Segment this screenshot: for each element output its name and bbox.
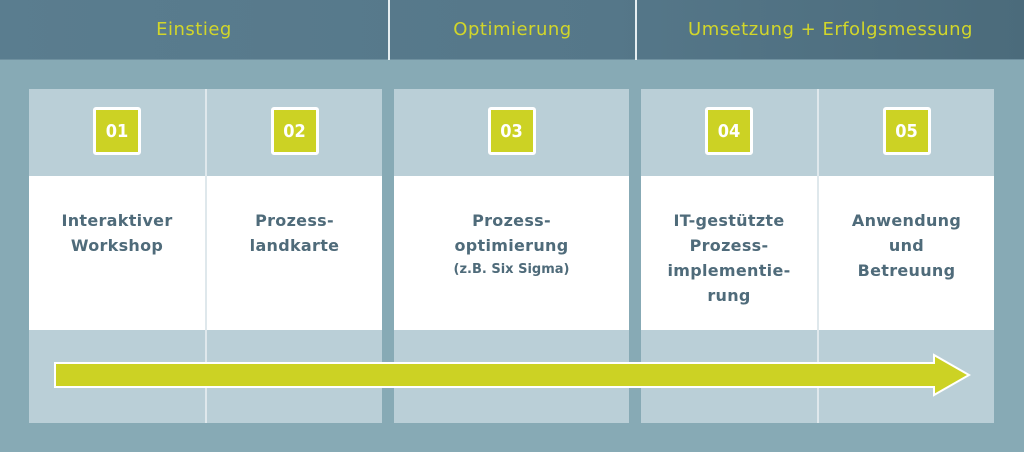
step-title-line: landkarte — [249, 236, 340, 255]
step-title-line: Prozess- — [689, 236, 769, 255]
cell-divider — [817, 89, 819, 423]
phase-einstieg: Einstieg — [0, 0, 388, 59]
step-title-line: und — [888, 236, 925, 255]
step-card-05: 05 Anwendung und Betreuung — [819, 89, 994, 423]
phase-divider — [388, 0, 390, 60]
step-badge: 04 — [705, 107, 753, 155]
step-title-line: Betreuung — [857, 261, 956, 280]
step-title-line: Prozess- — [255, 211, 334, 230]
step-card-01: 01 Interaktiver Workshop — [29, 89, 205, 423]
step-title-line: Interaktiver — [61, 211, 173, 230]
panel-umsetzung: 04 IT-gestützte Prozess- implementie- ru… — [641, 89, 994, 423]
step-badge: 05 — [882, 107, 931, 155]
panel-optimierung: 03 Prozess- optimierung (z.B. Six Sigma) — [394, 89, 629, 423]
step-title-line: rung — [707, 286, 751, 305]
phase-label: Optimierung — [453, 19, 572, 40]
phase-optimierung: Optimierung — [390, 0, 635, 59]
step-badge: 03 — [487, 107, 536, 155]
step-title-line: Anwendung — [851, 211, 962, 230]
step-card-02: 02 Prozess- landkarte — [207, 89, 382, 423]
phase-label: Einstieg — [156, 19, 232, 40]
step-card-03: 03 Prozess- optimierung (z.B. Six Sigma) — [394, 89, 629, 423]
step-badge: 01 — [93, 107, 141, 155]
phase-umsetzung: Umsetzung + Erfolgsmessung — [637, 0, 1024, 59]
phase-label: Umsetzung + Erfolgsmessung — [688, 19, 973, 40]
phase-divider — [635, 0, 637, 60]
step-subtitle: (z.B. Six Sigma) — [453, 262, 570, 277]
step-card-04: 04 IT-gestützte Prozess- implementie- ru… — [641, 89, 817, 423]
step-badge: 02 — [270, 107, 319, 155]
step-title-line: optimierung — [454, 236, 569, 255]
cell-divider — [205, 89, 207, 423]
step-title-line: implementie- — [667, 261, 791, 280]
panel-einstieg: 01 Interaktiver Workshop 02 Prozess- lan… — [29, 89, 382, 423]
step-title-line: IT-gestützte — [673, 211, 785, 230]
step-title-line: Workshop — [70, 236, 164, 255]
step-title-line: Prozess- — [472, 211, 551, 230]
phase-header: Einstieg Optimierung Umsetzung + Erfolgs… — [0, 0, 1024, 60]
